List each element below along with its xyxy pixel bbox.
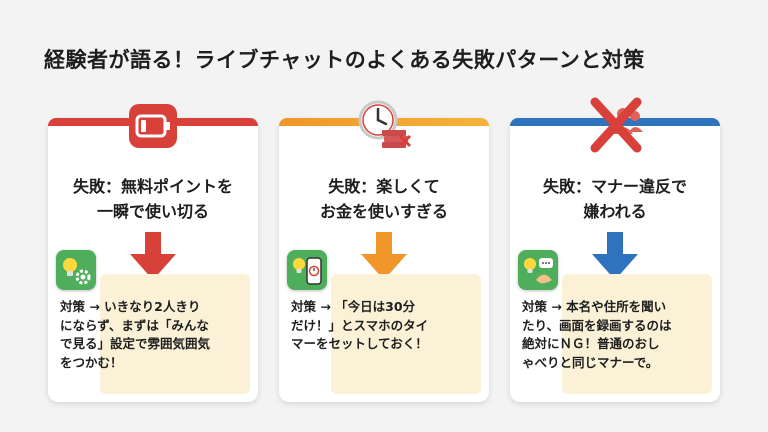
solution-box <box>562 274 712 394</box>
down-arrow-icon <box>592 232 638 280</box>
battery-empty-icon <box>129 104 177 148</box>
failure-card-1: 失敗：無料ポイントを 一瞬で使い切る 対策 → いきなり2人きり にならず、まず… <box>48 104 258 402</box>
lightbulb-gear-icon <box>56 250 96 290</box>
failure-heading: 失敗：楽しくて お金を使いすぎる <box>319 177 448 221</box>
page-title: 経験者が語る！ライブチャットのよくある失敗パターンと対策 <box>44 48 645 72</box>
failure-heading: 失敗：無料ポイントを 一瞬で使い切る <box>72 177 233 221</box>
solution-box <box>331 274 481 394</box>
solution-text: 対策 → 「今日は30分 だけ！」とスマホのタイ マーをセットしておく！ <box>291 299 429 351</box>
clock-money-icon <box>358 100 412 148</box>
lightbulb-phone-timer-icon <box>287 250 327 290</box>
solution-text: 対策 → いきなり2人きり にならず、まずは「みんな で見る」設定で雰囲気囲気 … <box>60 299 211 370</box>
failure-card-3: 失敗：マナー違反で 嫌われる 対策 → 本名や住所を聞い たり、画面を録画するの… <box>510 97 720 402</box>
down-arrow-icon <box>361 232 407 280</box>
down-arrow-icon <box>130 232 176 280</box>
lightbulb-chat-handshake-icon <box>518 250 558 290</box>
solution-box <box>100 274 250 394</box>
failure-heading: 失敗：マナー違反で 嫌われる <box>542 177 687 221</box>
solution-text: 対策 → 本名や住所を聞い たり、画面を録画するのは 絶対にＮＧ！普通のおし ゃ… <box>522 299 672 370</box>
cross-people-icon <box>590 97 643 153</box>
failure-card-2: 失敗：楽しくて お金を使いすぎる 対策 → 「今日は30分 だけ！」とスマホのタ… <box>279 100 489 402</box>
